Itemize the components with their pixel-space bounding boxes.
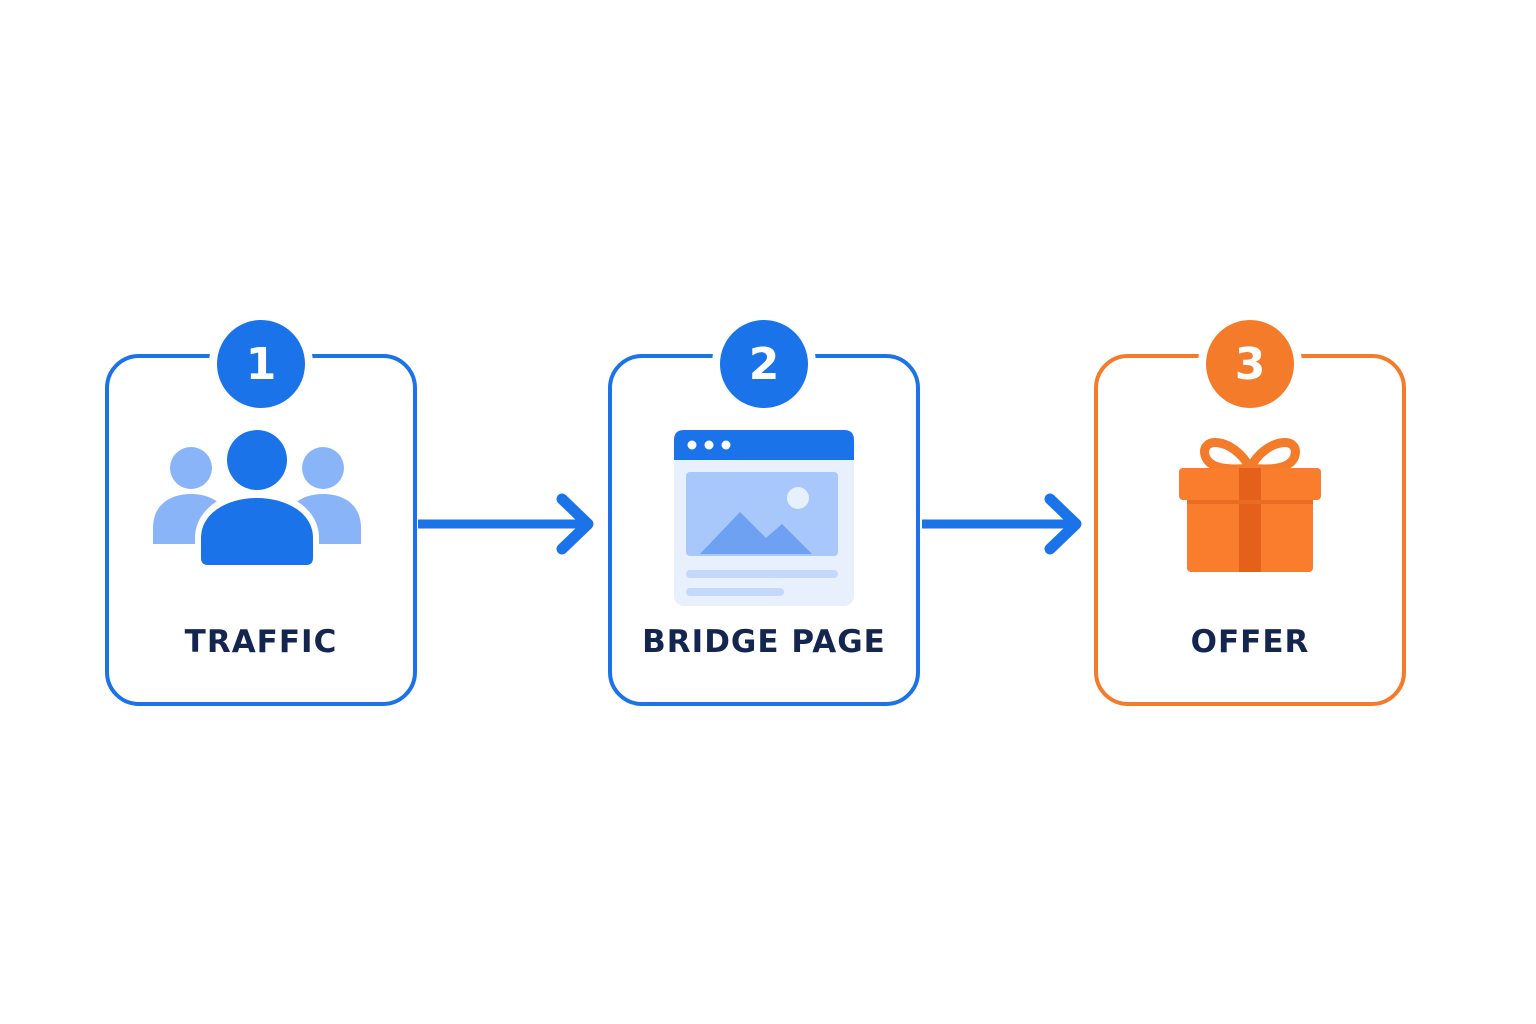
- step-label: TRAFFIC: [184, 624, 338, 660]
- step-label: OFFER: [1190, 624, 1310, 660]
- step-number-badge: 3: [1198, 312, 1302, 416]
- flow-arrow: [418, 488, 598, 565]
- step-card-offer: 3 OFFER: [1094, 312, 1406, 706]
- webpage-icon: [672, 428, 856, 613]
- gift-icon: [1175, 428, 1325, 583]
- step-label: BRIDGE PAGE: [642, 624, 886, 660]
- step-card-bridge-page: 2 BRIDGE PAGE: [608, 312, 920, 706]
- step-number-badge: 2: [712, 312, 816, 416]
- flow-arrow: [922, 488, 1088, 565]
- step-number-badge: 1: [209, 312, 313, 416]
- step-card-traffic: 1 TRAFFIC: [105, 312, 417, 706]
- people-group-icon: [151, 424, 371, 583]
